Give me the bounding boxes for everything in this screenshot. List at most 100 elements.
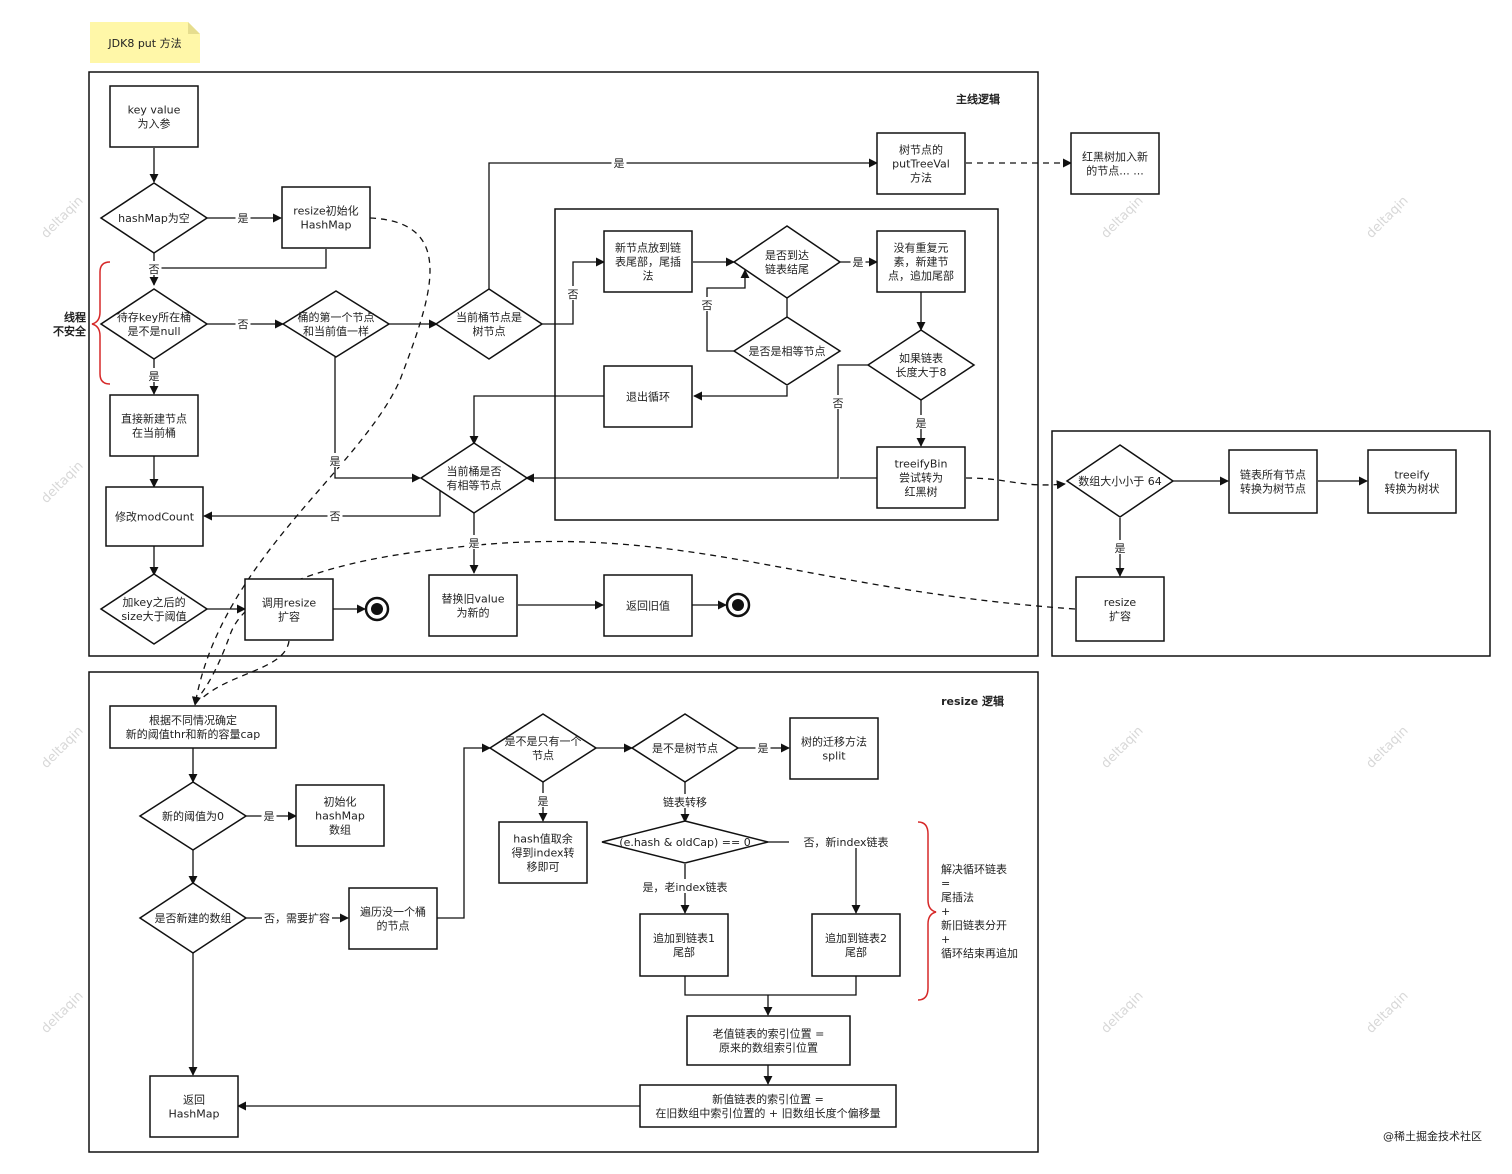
- call-resize-box: [244, 578, 334, 641]
- label-yes-old: 是，老index链表: [642, 880, 727, 894]
- hash-mod-text: 移即可: [527, 861, 560, 874]
- hash-mod-text: hash值取余: [513, 832, 572, 846]
- key-value-text: 为入参: [138, 117, 171, 131]
- tree-put-text: 树节点的: [899, 143, 943, 157]
- single-node-text: 节点: [532, 749, 554, 762]
- is-tree-decision: [630, 713, 740, 783]
- watermark: deltaqin: [1363, 193, 1411, 241]
- create-node-box: [109, 394, 199, 457]
- treeify-bin-text: 尝试转为: [899, 471, 943, 485]
- first-node-same-text: 桶的第一个节点: [298, 310, 375, 324]
- is-tree-node-text: 当前桶节点是: [456, 310, 522, 324]
- size-gt-text: size大于阈值: [121, 609, 186, 623]
- hash-mod-text: 得到index转: [511, 846, 574, 860]
- label-yes: 是: [916, 417, 927, 430]
- treeify-box: [1367, 449, 1457, 514]
- label-no-bg: [565, 286, 581, 300]
- call-resize-text: 扩容: [278, 610, 300, 624]
- edge-call-resize-dashed: [199, 640, 290, 701]
- label-no-bg: [830, 395, 846, 409]
- no-dup-box: [876, 230, 966, 293]
- brace-note: 新旧链表分开: [941, 918, 1007, 932]
- main-panel-title: 主线逻辑: [956, 92, 1000, 106]
- new-thr-zero-text: 新的阈值为0: [162, 809, 224, 823]
- key-value-text: key value: [128, 104, 181, 117]
- init-map-text: 数组: [329, 823, 351, 837]
- iterate-bucket-text: 遍历没一个桶: [360, 905, 426, 919]
- append-tail-text: 新节点放到链: [615, 241, 681, 255]
- size-gt-decision: [99, 573, 209, 645]
- bucket-null-text: 是不是null: [127, 325, 180, 338]
- to-tree-nodes-box: [1228, 449, 1318, 514]
- first-node-same-text: 和当前值一样: [303, 324, 369, 338]
- reach-tail-text: 链表结尾: [765, 262, 809, 276]
- split-text: 树的迁移方法: [801, 735, 867, 749]
- label-no-bg: [699, 297, 715, 311]
- no-dup-text: 点，追加尾部: [888, 269, 954, 283]
- resize-expand-text: resize: [1104, 596, 1137, 609]
- watermark: deltaqin: [38, 988, 86, 1036]
- add-list1-box: [639, 913, 729, 977]
- iterate-bucket-text: 的节点: [377, 919, 410, 933]
- label-yes-bg: [755, 740, 771, 754]
- label-yes: 是: [614, 157, 625, 170]
- label-yes: 是: [469, 537, 480, 550]
- call-resize-text: 调用resize: [262, 597, 317, 610]
- len-gt8-text: 如果链表: [899, 351, 943, 365]
- create-node-text: 直接新建节点: [121, 412, 187, 426]
- is-new-array-decision: [138, 882, 248, 954]
- brace-note: +: [941, 905, 950, 918]
- add-list2-text: 尾部: [845, 945, 867, 959]
- side-label: 不安全: [53, 324, 87, 338]
- is-tree-node-decision: [434, 288, 544, 360]
- edge-first-to-hasequal: [334, 357, 421, 483]
- watermark: deltaqin: [38, 193, 86, 241]
- is-equal-node-text: 是否是相等节点: [749, 344, 826, 358]
- edge-len-to-hasequal: [525, 364, 868, 483]
- label-yes: 是: [853, 256, 864, 269]
- is-tree-node-text: 树节点: [473, 324, 506, 338]
- side-label: 线程: [64, 310, 86, 324]
- brace-note: +: [941, 933, 950, 946]
- label-no: 否: [149, 263, 160, 276]
- replace-value-text: 替换旧value: [441, 592, 504, 606]
- append-tail-text: 表尾部，尾插: [615, 255, 681, 269]
- has-equal-text: 有相等节点: [447, 478, 502, 492]
- add-list1-text: 尾部: [673, 945, 695, 959]
- append-tail-box: [603, 230, 693, 293]
- single-node-text: 是不是只有一个: [505, 734, 582, 748]
- new-index-text: 在旧数组中索引位置的 + 旧数组长度个偏移量: [655, 1106, 880, 1120]
- treeify-text: treeify: [1394, 469, 1430, 482]
- key-value-box: [109, 85, 199, 148]
- is-new-array-text: 是否新建的数组: [155, 911, 232, 925]
- right-brace: [917, 821, 937, 1001]
- brace-note: 解决循环链表: [941, 862, 1007, 876]
- title-note: [90, 22, 200, 63]
- new-thr-zero-decision: [138, 781, 248, 851]
- label-yes-bg: [235, 210, 251, 224]
- label-no: 否: [702, 299, 713, 312]
- watermark: deltaqin: [38, 458, 86, 506]
- edge-exit-to-hasequal: [469, 395, 604, 445]
- rb-insert-text: 红黑树加入新: [1082, 150, 1148, 164]
- init-map-box: [295, 784, 385, 847]
- edge-resize-back: [154, 249, 327, 269]
- label-yes: 是: [1115, 542, 1126, 555]
- label-list-transfer: 链表转移: [663, 795, 707, 809]
- to-tree-nodes-text: 转换为树节点: [1240, 482, 1306, 496]
- edge-treeify-to-array: [965, 477, 1066, 490]
- tree-put-text: putTreeVal: [892, 158, 950, 171]
- iterate-bucket-box: [348, 887, 438, 950]
- label-yes-bg: [327, 453, 343, 467]
- resize-init-box: [281, 186, 371, 249]
- init-map-text: 初始化: [324, 795, 357, 809]
- old-index-text: 老值链表的索引位置 =: [713, 1027, 825, 1041]
- edge-lists-join: [684, 976, 857, 996]
- label-yes: 是: [758, 742, 769, 755]
- label-no-bg: [327, 508, 343, 522]
- add-list2-box: [811, 913, 901, 977]
- reach-tail-decision: [732, 225, 842, 299]
- init-map-text: hashMap: [315, 810, 365, 823]
- mod-count-box: [105, 486, 204, 547]
